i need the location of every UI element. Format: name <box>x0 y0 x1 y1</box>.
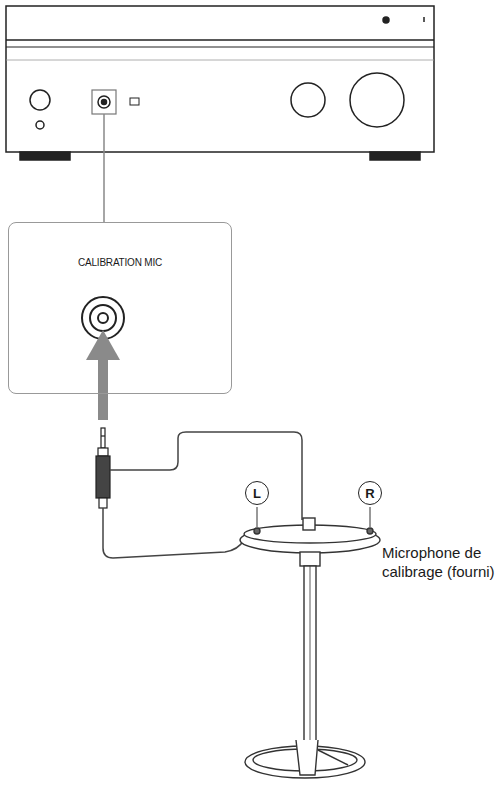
side-letter: L <box>253 486 261 501</box>
callout-box: CALIBRATION MIC <box>8 222 232 394</box>
leader-line <box>103 114 105 222</box>
leader-line <box>257 507 370 527</box>
insert-arrow <box>86 330 120 420</box>
calibration-microphone <box>240 518 380 778</box>
mini-plug <box>96 428 110 508</box>
connector-name: CALIBRATION MIC <box>9 257 231 268</box>
receiver <box>6 6 434 160</box>
side-marker: L <box>245 481 269 505</box>
part-label: Microphone de calibrage (fourni) <box>382 543 502 581</box>
side-letter: R <box>365 486 374 501</box>
side-marker: R <box>358 481 382 505</box>
